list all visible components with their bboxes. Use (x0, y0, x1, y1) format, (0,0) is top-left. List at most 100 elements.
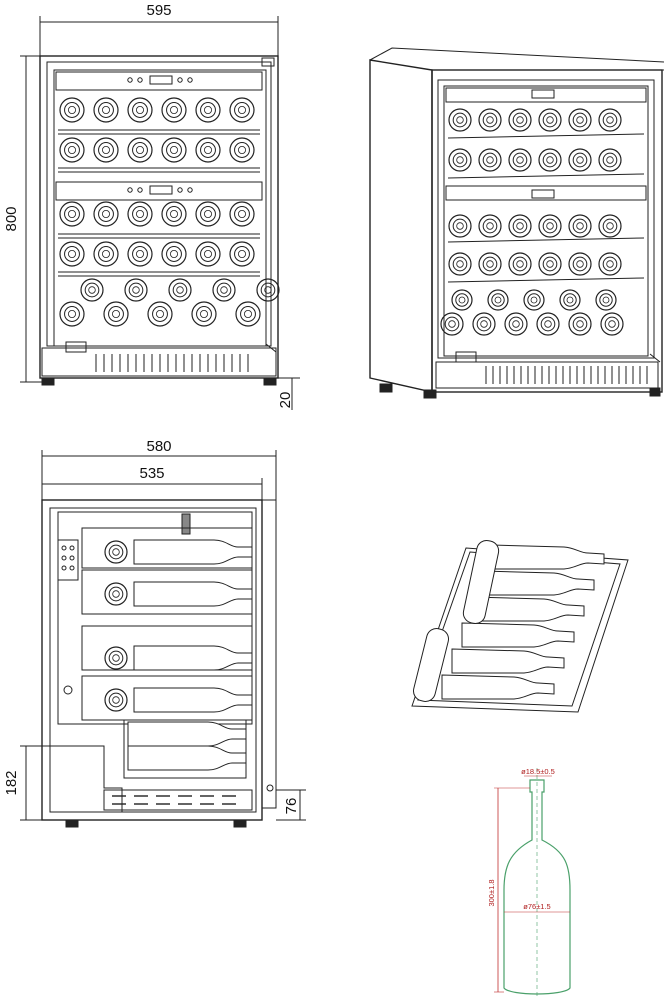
bottle-end-core (456, 116, 464, 124)
bottle-end-inner (602, 256, 618, 272)
bottle-end-inner (64, 206, 80, 222)
bottle-end (538, 108, 562, 132)
bottle-end-core (448, 320, 456, 328)
bottle-end-core (512, 320, 520, 328)
bottle-end-core (486, 260, 494, 268)
bottle-profile (133, 539, 253, 565)
bottle-end-core (176, 286, 184, 294)
bottle-end-core (68, 309, 77, 318)
bottle-end-core (155, 309, 164, 318)
control-button-icon (187, 187, 193, 193)
control-button-icon (177, 187, 183, 193)
bottle-end-inner (542, 112, 558, 128)
bottle-end (448, 148, 472, 172)
bottle-end-core (494, 296, 502, 304)
bottle-end-inner (572, 256, 588, 272)
bottle-end-inner (542, 256, 558, 272)
bottle-end (229, 201, 255, 227)
bottle-end (59, 241, 85, 267)
rear-connector-panel (57, 539, 79, 581)
bottle-end-core (68, 249, 77, 258)
bottle-end-inner (527, 293, 541, 307)
bottle-height-label: 300±1.8 (487, 879, 496, 906)
bottle-end (559, 289, 581, 311)
bottle-end (523, 289, 545, 311)
depth-body-label: 535 (139, 465, 164, 482)
bottle-body-diameter-label: ø76±1.5 (523, 902, 550, 911)
bottle-diagram (494, 768, 571, 996)
bottle-end-core (169, 209, 178, 218)
bottle-end-inner (64, 102, 80, 118)
bottle-end-inner (166, 102, 182, 118)
bottle-outline (503, 779, 571, 995)
control-button-icon (177, 77, 183, 83)
control-button-icon (127, 187, 133, 193)
bottle-end-core (602, 296, 610, 304)
bottle-end-inner (542, 152, 558, 168)
cabinet-side-panel (369, 59, 433, 393)
bottle-end-core (530, 296, 538, 304)
perspective-view (369, 47, 664, 399)
bottle-end (478, 214, 502, 238)
bottle-end (538, 214, 562, 238)
bottle-end (195, 201, 221, 227)
bottle-end-inner (508, 316, 524, 332)
bottle-end (59, 201, 85, 227)
bottle-end-inner (604, 316, 620, 332)
bottle-end-core (237, 209, 246, 218)
control-button-icon (127, 77, 133, 83)
bottle-end (448, 252, 472, 276)
bottle-profile (481, 570, 595, 596)
bottle-end (93, 201, 119, 227)
bottle-end-inner (491, 293, 505, 307)
control-button-icon (137, 77, 143, 83)
bottle-end (508, 252, 532, 276)
bottle-end-core (68, 209, 77, 218)
bottle-end (448, 108, 472, 132)
bottle-end (448, 214, 472, 238)
bottle-end-core (199, 309, 208, 318)
bottle-end (59, 137, 85, 163)
perspective-bottle-grid (440, 108, 624, 336)
bottle-end-inner (572, 152, 588, 168)
bottle-end-core (112, 590, 120, 598)
bottle-end (536, 312, 560, 336)
bottle-end-inner (572, 316, 588, 332)
bottle-end-core (203, 209, 212, 218)
control-button-icon (187, 77, 193, 83)
bottle-end (59, 97, 85, 123)
bottle-end (478, 108, 502, 132)
bottle-end (508, 108, 532, 132)
bottle-end (195, 97, 221, 123)
bottle-end-core (576, 116, 584, 124)
bottle-end (161, 97, 187, 123)
bottle-end (508, 214, 532, 238)
bottle-end-core (220, 286, 228, 294)
bottle-end-core (68, 106, 77, 115)
bottle-end-core (576, 260, 584, 268)
bottle-end-core (102, 209, 111, 218)
bottle-end-inner (260, 282, 276, 298)
bottle-end-inner (98, 102, 114, 118)
bottle-neck-diameter-label: ø18.5±0.5 (521, 767, 555, 776)
bottle-end-inner (482, 152, 498, 168)
bottle-end-inner (572, 112, 588, 128)
bottle-end-inner (64, 246, 80, 262)
bottle-end-inner (196, 306, 212, 322)
bottle-end-core (135, 249, 144, 258)
bottle-end (191, 301, 217, 327)
bottle-end-inner (444, 316, 460, 332)
bottle-end-inner (563, 293, 577, 307)
bottle-end (472, 312, 496, 336)
bottle-end-inner (452, 152, 468, 168)
bottle-end-inner (132, 142, 148, 158)
bottle-end-core (237, 249, 246, 258)
bottle-end-core (606, 116, 614, 124)
bottle-end (598, 148, 622, 172)
bottle-end (195, 137, 221, 163)
bottle-end-core (169, 249, 178, 258)
bottle-end (161, 137, 187, 163)
bottle-profile (133, 581, 253, 607)
bottle-end-core (102, 106, 111, 115)
